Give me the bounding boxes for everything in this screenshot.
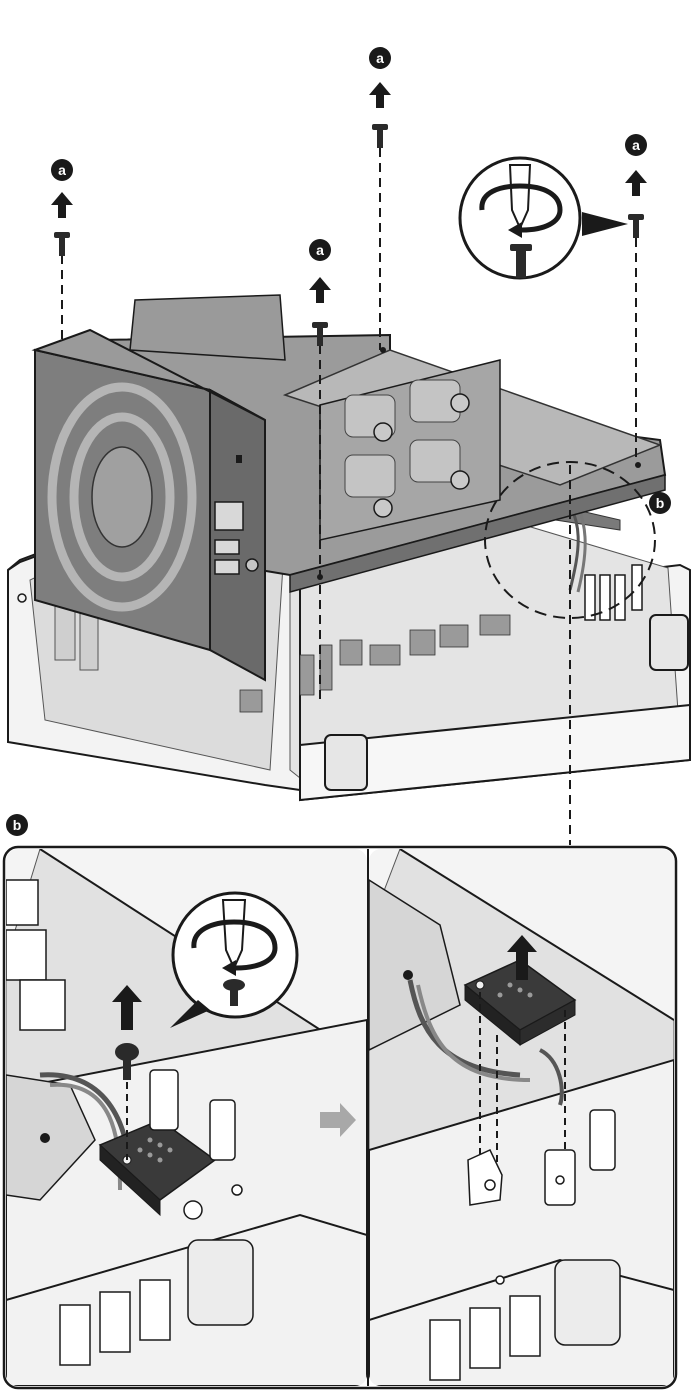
screwdriver-rotate-icon xyxy=(170,891,299,1028)
screw-4 xyxy=(628,214,644,238)
screw-guide-lines xyxy=(61,148,637,845)
arrow-up-icon xyxy=(625,170,647,196)
svg-text:a: a xyxy=(376,50,384,66)
svg-text:a: a xyxy=(316,242,324,258)
callout-b-top: b xyxy=(649,492,671,514)
arrow-up-icon xyxy=(507,935,537,980)
arrow-up-icon xyxy=(369,82,391,108)
detail-view-after xyxy=(369,849,674,1386)
svg-text:b: b xyxy=(656,495,665,511)
detail-view-before xyxy=(6,849,367,1386)
arrow-up-icon xyxy=(112,985,142,1030)
arrow-up-icon xyxy=(51,192,73,218)
detail-panel xyxy=(2,845,678,1390)
nas-chassis-top-view: a a a a xyxy=(7,47,691,845)
svg-text:a: a xyxy=(58,162,66,178)
callout-a-4: a xyxy=(625,134,647,156)
callout-a-1: a xyxy=(51,159,73,181)
zoom-region-b: b xyxy=(484,461,671,619)
svg-text:b: b xyxy=(13,817,22,833)
fan-grill xyxy=(47,382,197,612)
screw-3 xyxy=(372,124,388,148)
callout-a-3: a xyxy=(369,47,391,69)
drive-bracket xyxy=(94,294,667,593)
screw-1 xyxy=(54,232,70,256)
motherboard-components xyxy=(239,614,511,713)
svg-text:a: a xyxy=(632,137,640,153)
callout-a-2: a xyxy=(309,239,331,261)
screw-2 xyxy=(312,322,328,346)
detail-callout-b-label: b xyxy=(6,814,28,836)
rear-clips xyxy=(584,564,643,621)
fan-assembly xyxy=(31,328,266,682)
removed-screws xyxy=(54,124,644,346)
arrow-up-icon xyxy=(309,277,331,303)
arrow-up-icon-group xyxy=(51,82,647,303)
callout-a-badges: a a a a xyxy=(51,47,647,261)
arrow-right-icon xyxy=(320,1103,356,1137)
screwdriver-rotate-icon xyxy=(458,156,628,280)
